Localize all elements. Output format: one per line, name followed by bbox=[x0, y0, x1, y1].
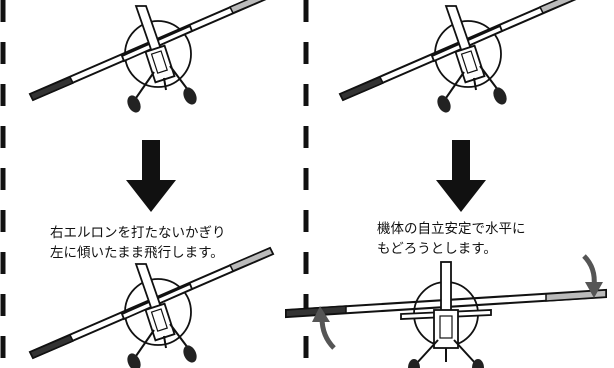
right-caption: 機体の自立安定で水平に もどろうとします。 bbox=[377, 219, 526, 259]
roll-arrow-left-up-icon bbox=[312, 306, 336, 350]
left-bottom-airplane bbox=[29, 247, 274, 368]
right-top-airplane bbox=[339, 0, 584, 116]
left-caption-line2: 左に傾いたまま飛行します。 bbox=[50, 245, 224, 261]
right-down-arrow bbox=[436, 140, 486, 212]
right-caption-line1: 機体の自立安定で水平に bbox=[377, 221, 526, 237]
right-bottom-airplane bbox=[285, 261, 607, 368]
right-caption-line2: もどろうとします。 bbox=[377, 241, 497, 257]
left-caption-line1: 右エルロンを打たないかぎり bbox=[50, 225, 226, 241]
left-down-arrow bbox=[126, 140, 176, 212]
roll-arrow-right-down-icon bbox=[582, 254, 603, 298]
left-top-airplane bbox=[29, 0, 274, 116]
left-caption: 右エルロンを打たないかぎり 左に傾いたまま飛行します。 bbox=[50, 223, 226, 263]
